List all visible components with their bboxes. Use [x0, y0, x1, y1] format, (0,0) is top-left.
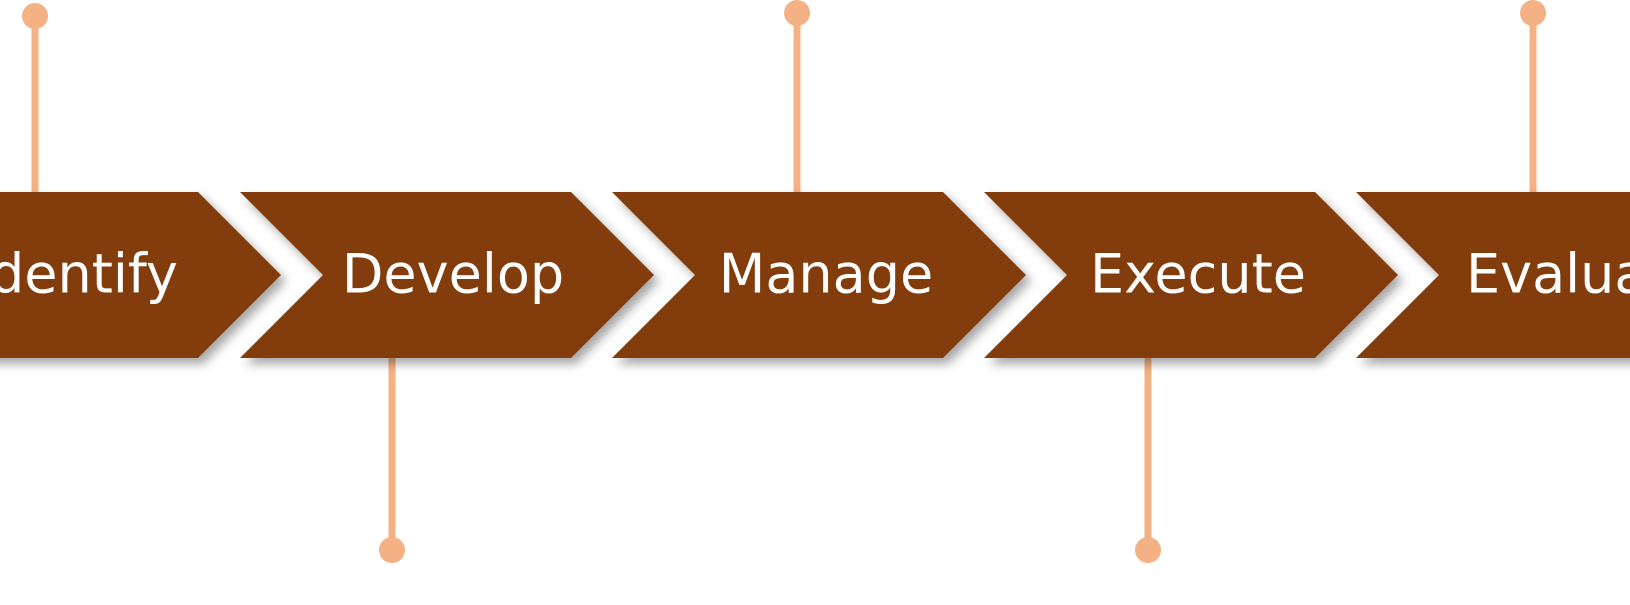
chevron-identify [0, 192, 281, 358]
chevron-develop [240, 192, 654, 358]
step-label-evaluate: Evaluate [1466, 243, 1630, 306]
chevron-evaluate [1356, 192, 1630, 358]
step-develop: Develop [240, 192, 654, 563]
connector-dot-evaluate [1520, 0, 1546, 26]
step-evaluate: Evaluate [1356, 0, 1630, 358]
chevron-manage [612, 192, 1026, 358]
step-identify: Identify [0, 3, 281, 358]
chevron-execute [984, 192, 1398, 358]
step-manage: Manage [612, 0, 1026, 358]
step-label-execute: Execute [1090, 243, 1306, 306]
step-label-identify: Identify [0, 243, 178, 306]
step-execute: Execute [984, 192, 1398, 563]
step-label-manage: Manage [719, 243, 934, 306]
connector-dot-identify [22, 3, 48, 29]
connector-dot-develop [379, 537, 405, 563]
connector-dot-execute [1135, 537, 1161, 563]
step-label-develop: Develop [342, 243, 564, 306]
connector-dot-manage [784, 0, 810, 26]
